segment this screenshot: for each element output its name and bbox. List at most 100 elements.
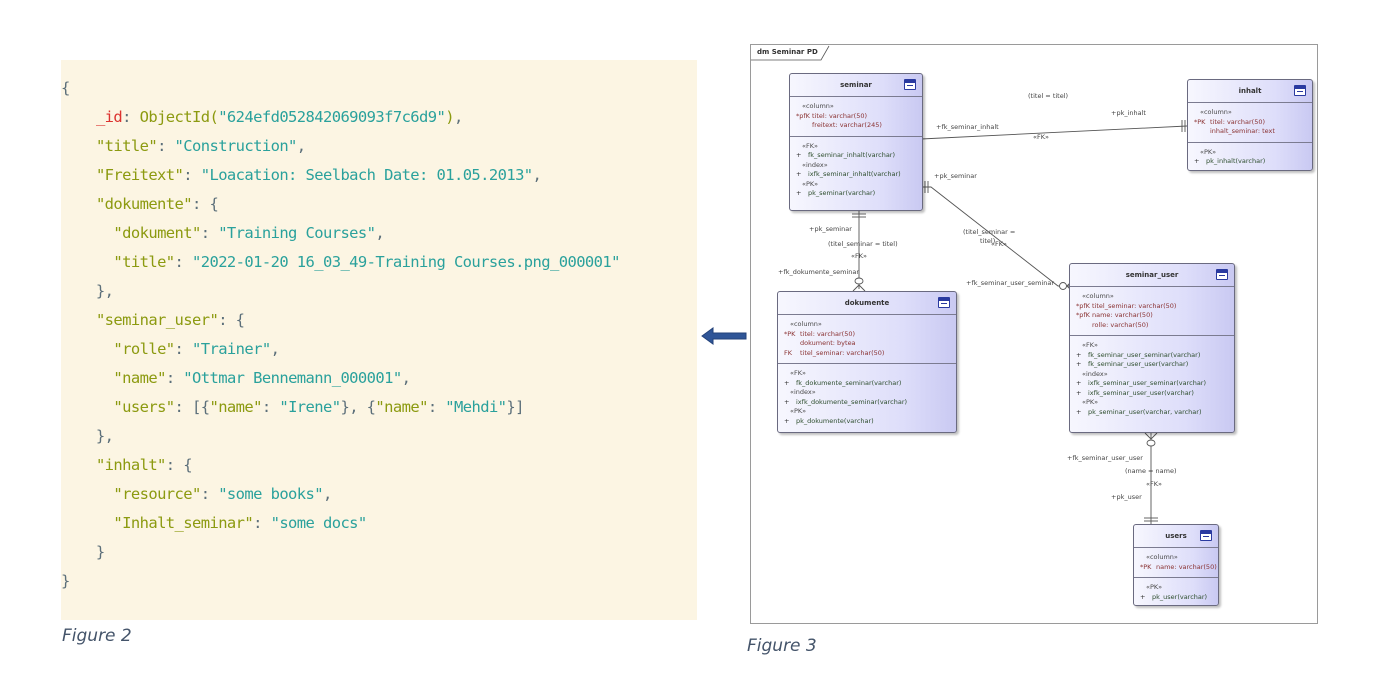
json-punctuation: , <box>296 137 306 155</box>
json-punctuation: } <box>61 572 70 590</box>
json-punctuation: }, <box>61 427 114 445</box>
operation-row: +pk_seminar(varchar) <box>796 189 916 199</box>
json-punctuation: { <box>61 79 70 97</box>
json-key: "name" <box>113 369 166 387</box>
json-value: "Ottmar Bennemann_000001" <box>183 369 402 387</box>
role-fk-dokumente-seminar: +fk_dokumente_seminar <box>778 268 860 276</box>
condition-seminar-user-line2: titel) <box>980 237 996 245</box>
json-punctuation: , <box>401 369 411 387</box>
json-punctuation: : { <box>165 456 193 474</box>
column-key-flag: *pfK <box>1076 311 1090 319</box>
role-pk-user: +pk_user <box>1111 493 1142 501</box>
table-icon[interactable] <box>938 297 950 308</box>
public-visibility-icon: + <box>784 416 790 425</box>
condition-seminar-dokumente: (titel_seminar = titel) <box>828 240 898 248</box>
code-line: "name": "Ottmar Bennemann_000001", <box>61 364 620 393</box>
json-punctuation <box>61 195 96 213</box>
json-punctuation <box>61 340 113 358</box>
json-key: "name" <box>209 398 262 416</box>
json-punctuation <box>61 253 113 271</box>
json-punctuation: , <box>375 224 385 242</box>
entity-name: dokumente <box>844 299 890 307</box>
column-row: dokument: bytea <box>784 339 950 349</box>
operation-name: ixfk_seminar_user_seminar(varchar) <box>1088 379 1207 387</box>
json-punctuation <box>61 485 113 503</box>
operation-row: +fk_dokumente_seminar(varchar) <box>784 379 950 389</box>
json-punctuation: : <box>165 369 184 387</box>
json-key: "Freitext" <box>95 166 184 184</box>
entity-operations-section: «FK»+fk_dokumente_seminar(varchar)«index… <box>778 364 956 431</box>
columns-stereotype: «column» <box>1146 553 1178 561</box>
operation-stereotype: «PK» <box>1146 583 1163 591</box>
json-punctuation: : { <box>192 195 219 213</box>
json-punctuation: : <box>200 224 219 242</box>
public-visibility-icon: + <box>784 397 790 406</box>
operation-stereotype: «PK» <box>1200 147 1217 156</box>
code-line: } <box>61 538 620 567</box>
entity-name: users <box>1165 532 1187 540</box>
operation-row: +pk_dokumente(varchar) <box>784 417 950 427</box>
operation-row: +pk_seminar_user(varchar, varchar) <box>1076 408 1228 418</box>
table-icon[interactable] <box>1200 530 1212 541</box>
code-line: "title": "Construction", <box>61 132 620 161</box>
operation-name: fk_dokumente_seminar(varchar) <box>796 378 902 387</box>
json-document-code: { _id: ObjectId("624efd052842069093f7c6d… <box>61 74 620 596</box>
json-code-panel: { _id: ObjectId("624efd052842069093f7c6d… <box>61 60 697 620</box>
stereotype-seminar-inhalt: «FK» <box>1033 133 1049 141</box>
operation-stereotype: «FK» <box>790 369 806 377</box>
column-definition: inhalt_seminar: text <box>1210 127 1275 135</box>
role-fk-seminar-user-user: +fk_seminar_user_user <box>1067 454 1143 462</box>
json-punctuation: }, <box>61 282 114 300</box>
json-punctuation <box>61 369 113 387</box>
column-row: freitext: varchar(245) <box>796 121 916 131</box>
json-value: "2022-01-20 16_03_49-Training Courses.pn… <box>192 253 620 271</box>
entity-title: inhalt <box>1188 80 1312 103</box>
json-punctuation <box>61 166 96 184</box>
json-key: _id <box>95 108 123 126</box>
code-line: { <box>61 74 620 103</box>
json-punctuation <box>61 137 96 155</box>
operation-row: +fk_seminar_user_seminar(varchar) <box>1076 351 1228 361</box>
column-definition: titel: varchar(50) <box>800 329 856 338</box>
json-key: "users" <box>113 398 175 416</box>
public-visibility-icon: + <box>1194 157 1200 165</box>
json-punctuation: : <box>157 137 175 155</box>
code-line: "title": "2022-01-20 16_03_49-Training C… <box>61 248 620 277</box>
column-key-flag: *PK <box>1194 117 1206 126</box>
er-diagram-frame: dm Seminar PD +fk_seminar_inhalt +pk_i <box>750 44 1318 624</box>
column-key-flag: *pfK <box>1076 301 1090 310</box>
code-line: }, <box>61 422 620 451</box>
code-line: "resource": "some books", <box>61 480 620 509</box>
column-definition: titel: varchar(50) <box>812 111 868 120</box>
table-icon[interactable] <box>1216 269 1228 280</box>
json-key: "seminar_user" <box>95 311 219 329</box>
json-punctuation: , <box>270 340 280 358</box>
operation-name: fk_seminar_inhalt(varchar) <box>808 151 896 159</box>
column-definition: titel_seminar: varchar(50) <box>1092 301 1177 310</box>
table-icon[interactable] <box>904 79 916 90</box>
entity-name: seminar_user <box>1125 271 1179 279</box>
json-key: "Inhalt_seminar" <box>113 514 254 532</box>
json-punctuation: } <box>61 543 105 561</box>
json-punctuation: : { <box>218 311 245 329</box>
code-line: }, <box>61 277 620 306</box>
code-line: _id: ObjectId("624efd052842069093f7c6d9"… <box>61 103 620 132</box>
table-icon[interactable] <box>1294 85 1306 96</box>
json-value: "Training Courses" <box>218 224 376 242</box>
json-punctuation <box>61 398 113 416</box>
json-key: "dokument" <box>113 224 201 242</box>
json-punctuation: : <box>183 166 201 184</box>
json-key: "resource" <box>113 485 201 503</box>
operation-name: fk_seminar_user_seminar(varchar) <box>1088 350 1201 359</box>
entity-operations-section: «FK»+fk_seminar_user_seminar(varchar)+fk… <box>1070 336 1234 422</box>
json-punctuation: : <box>174 340 192 358</box>
json-punctuation <box>61 108 96 126</box>
